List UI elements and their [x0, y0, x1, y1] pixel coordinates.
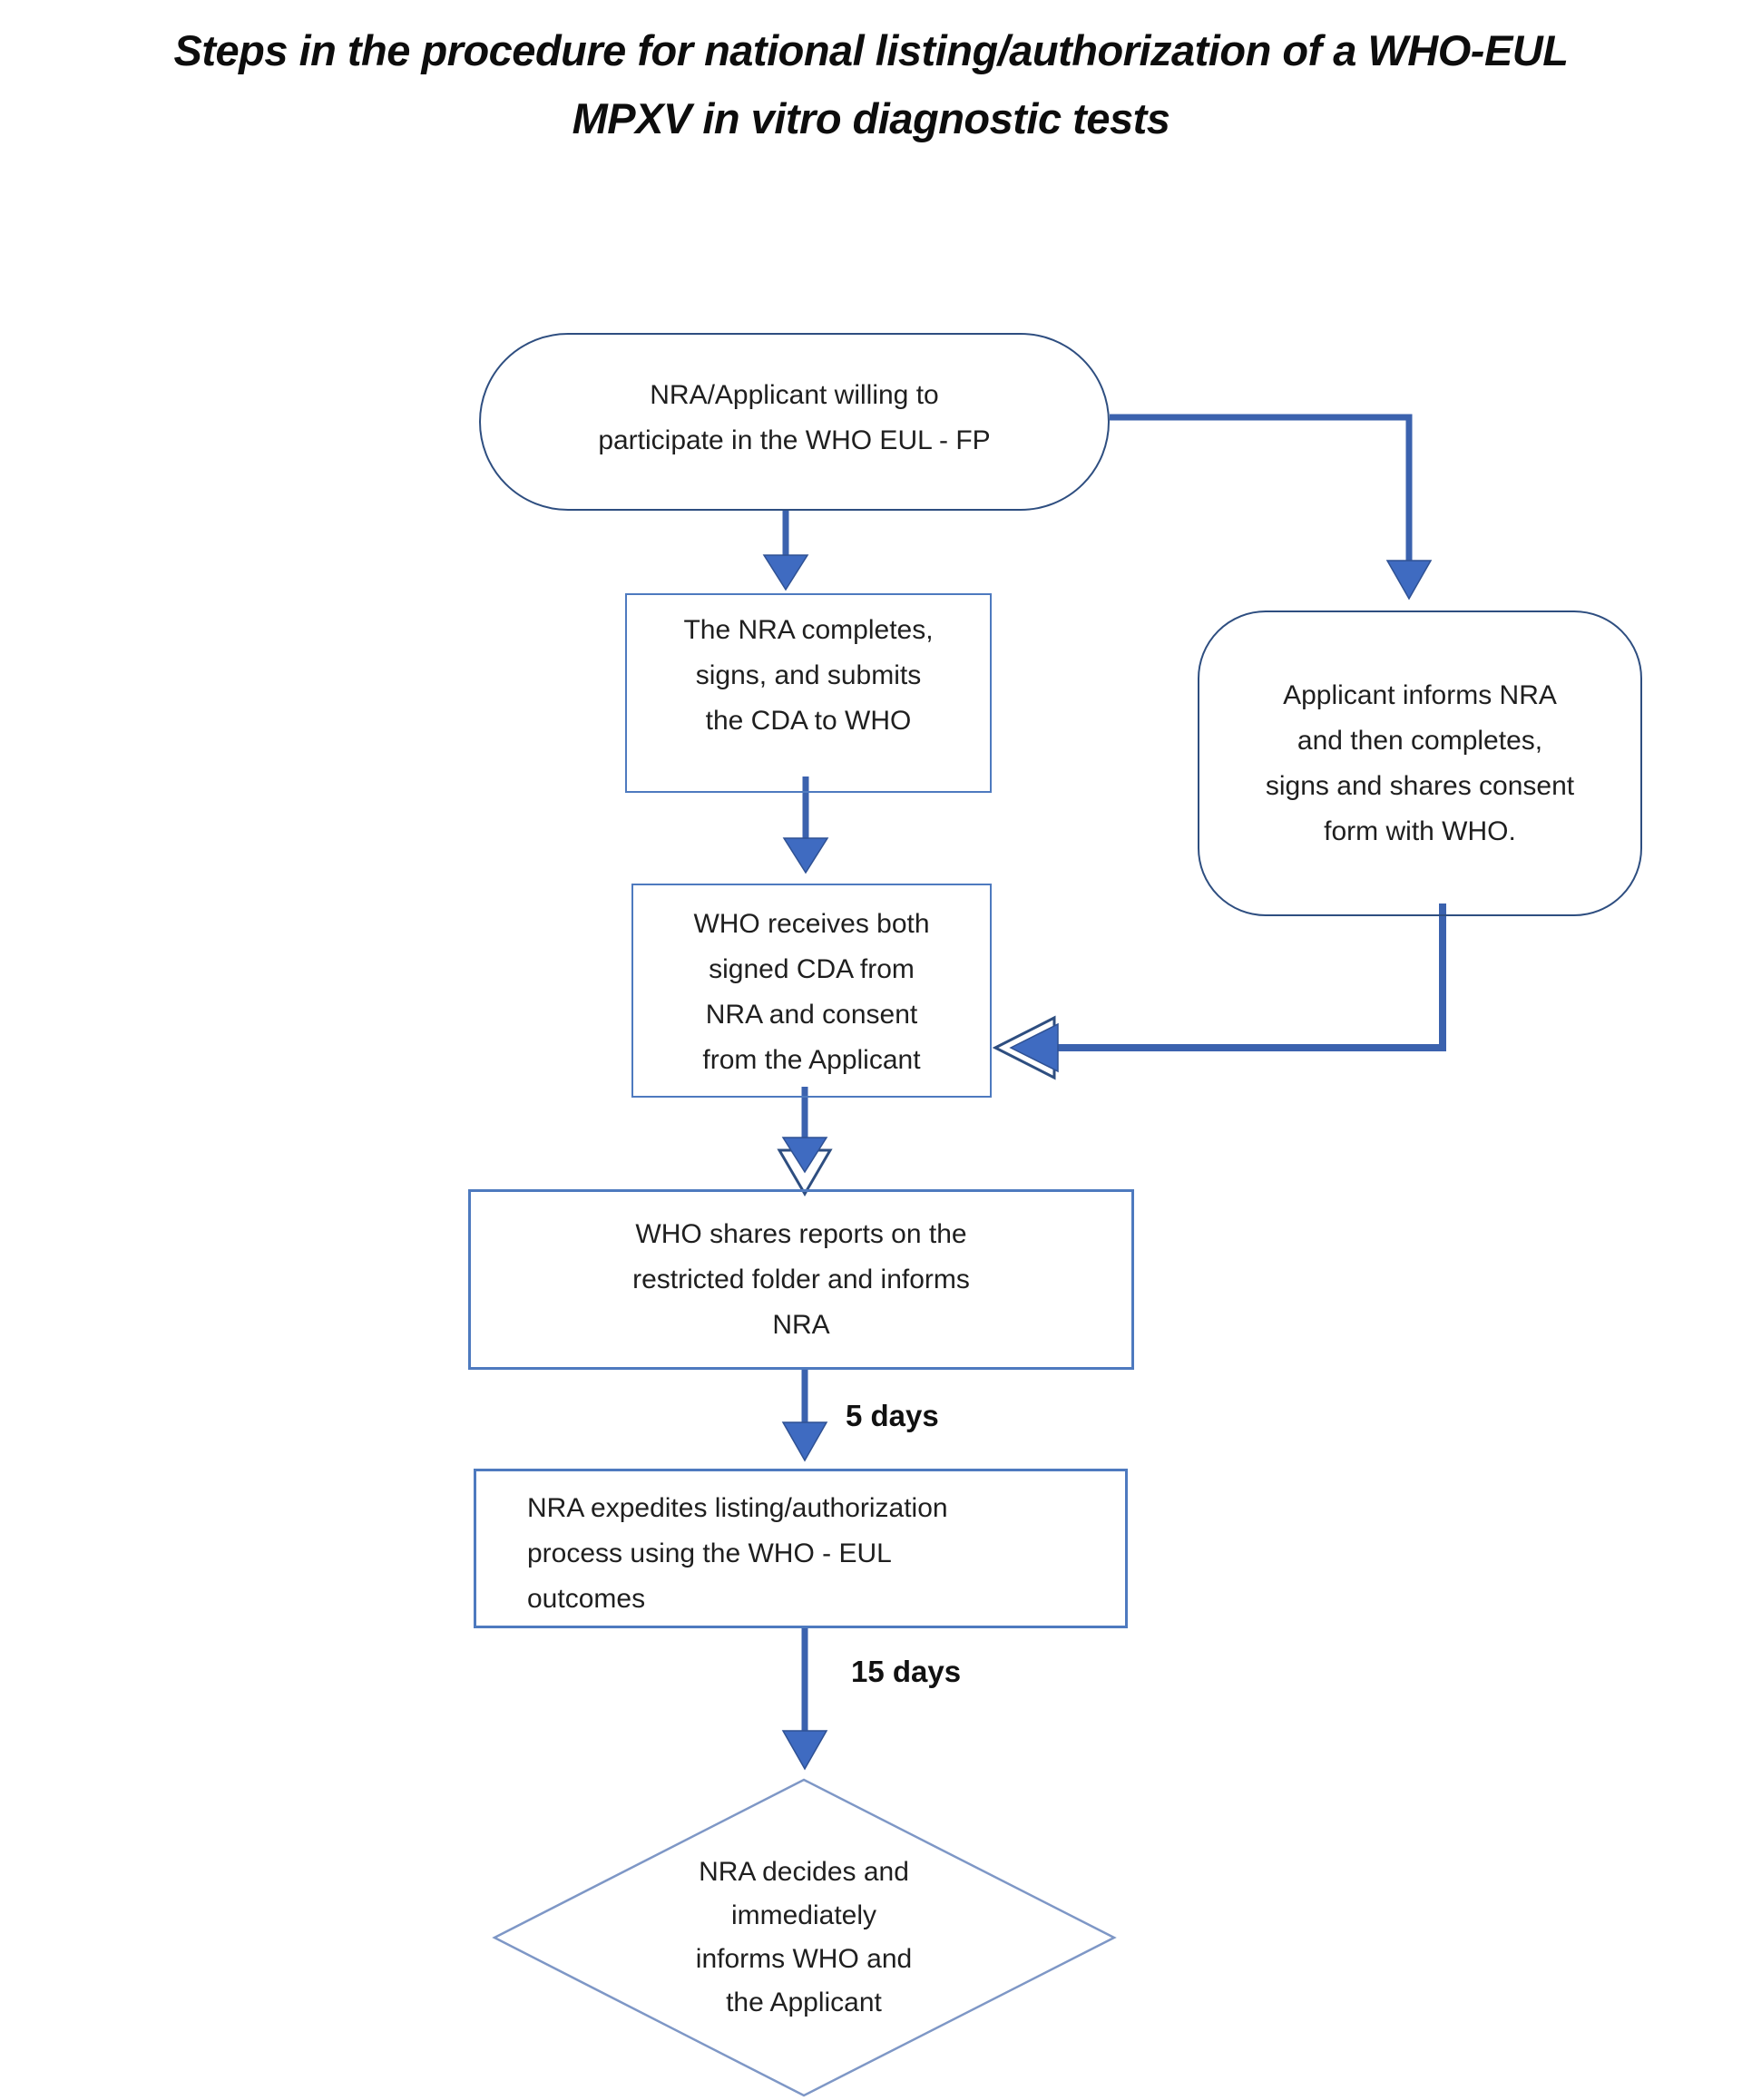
connector-applicant-informs-to-who-receives: [1054, 903, 1446, 1051]
arrowhead-start-to-nra-completes: [762, 554, 809, 591]
edge-label-15-days: 15 days: [851, 1655, 962, 1688]
node-nra-expedites-line: outcomes: [527, 1584, 646, 1614]
node-nra-decides-line: NRA decides and: [699, 1857, 909, 1887]
node-applicant-informs-line: Applicant informs NRA: [1283, 679, 1557, 710]
node-who-shares-line: WHO shares reports on the: [635, 1219, 967, 1249]
node-nra-expedites: NRA expedites listing/authorization proc…: [474, 1469, 1128, 1628]
node-nra-expedites-line: process using the WHO - EUL: [527, 1538, 892, 1568]
arrowhead-start-to-applicant-informs: [1385, 560, 1433, 601]
node-who-receives-line: NRA and consent: [705, 1000, 918, 1030]
diagram-title: Steps in the procedure for national list…: [0, 16, 1742, 152]
node-nra-decides-decision: NRA decides and immediately informs WHO …: [604, 1851, 1003, 2025]
edge-label-5-days: 5 days: [846, 1399, 939, 1432]
node-start-line: participate in the WHO EUL - FP: [598, 425, 991, 455]
node-nra-completes-line: The NRA completes,: [683, 615, 934, 645]
node-who-shares: WHO shares reports on the restricted fol…: [468, 1189, 1134, 1370]
arrowhead-nra-expedites-to-decision: [781, 1730, 828, 1771]
node-applicant-informs: Applicant informs NRA and then completes…: [1198, 610, 1642, 916]
title-line-2: MPXV in vitro diagnostic tests: [572, 94, 1170, 142]
title-line-1: Steps in the procedure for national list…: [173, 26, 1569, 74]
node-nra-expedites-line: NRA expedites listing/authorization: [527, 1493, 948, 1523]
arrowhead-who-shares-to-nra-expedites: [781, 1421, 828, 1462]
node-who-receives-line: signed CDA from: [709, 954, 915, 984]
node-who-receives-line: WHO receives both: [693, 909, 930, 939]
node-nra-decides-line: informs WHO and: [695, 1944, 913, 1974]
node-start-terminator: NRA/Applicant willing to participate in …: [479, 333, 1110, 511]
node-nra-completes-line: signs, and submits: [695, 660, 922, 690]
node-start-line: NRA/Applicant willing to: [650, 380, 939, 410]
node-who-receives-line: from the Applicant: [702, 1045, 921, 1075]
node-nra-completes-line: the CDA to WHO: [705, 706, 912, 736]
arrowhead-filled-who-shares: [781, 1137, 828, 1174]
node-applicant-informs-line: signs and shares consent: [1265, 770, 1575, 801]
connector-start-to-applicant-informs: [1110, 414, 1413, 564]
node-who-receives: WHO receives both signed CDA from NRA an…: [631, 884, 992, 1098]
node-applicant-informs-line: form with WHO.: [1324, 816, 1516, 846]
node-nra-completes: The NRA completes, signs, and submits th…: [625, 593, 992, 793]
node-who-shares-line: NRA: [772, 1310, 830, 1340]
node-nra-decides-line: the Applicant: [726, 1988, 882, 2017]
node-applicant-informs-line: and then completes,: [1297, 725, 1543, 756]
node-nra-decides-line: immediately: [730, 1900, 877, 1930]
arrowhead-filled-applicant-informs: [1009, 1022, 1059, 1073]
node-who-shares-line: restricted folder and informs: [632, 1265, 970, 1294]
decision-diamond-shape: [492, 1778, 1117, 2097]
arrowhead-nra-completes-to-who-receives: [782, 837, 829, 874]
